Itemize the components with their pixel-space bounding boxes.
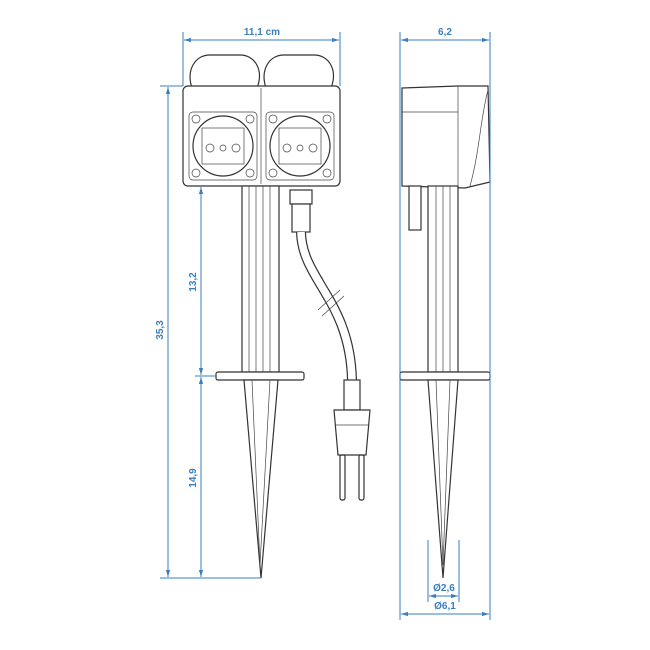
dim-width-side: 6,2 xyxy=(438,27,452,38)
dimension-lines xyxy=(160,32,491,620)
front-view xyxy=(182,54,371,579)
side-flange xyxy=(399,371,491,381)
cable-gland xyxy=(289,189,313,233)
side-spike xyxy=(427,379,459,579)
dim-upper-height: 13,2 xyxy=(188,272,199,292)
dim-spike-tip-diameter: Ø2,6 xyxy=(433,583,455,594)
dim-spike-height: 14,9 xyxy=(188,468,199,488)
schuko-plug xyxy=(333,379,371,501)
side-housing xyxy=(401,85,491,189)
dim-width-front: 11,1 cm xyxy=(244,27,280,38)
dim-flange-diameter: Ø6,1 xyxy=(434,601,456,612)
ground-spike xyxy=(243,379,279,579)
flange xyxy=(215,371,305,381)
side-view xyxy=(399,85,491,579)
socket-right xyxy=(265,111,335,181)
ribbed-shaft xyxy=(241,185,280,373)
dim-total-height: 35,3 xyxy=(155,320,166,340)
socket-left xyxy=(188,111,258,181)
